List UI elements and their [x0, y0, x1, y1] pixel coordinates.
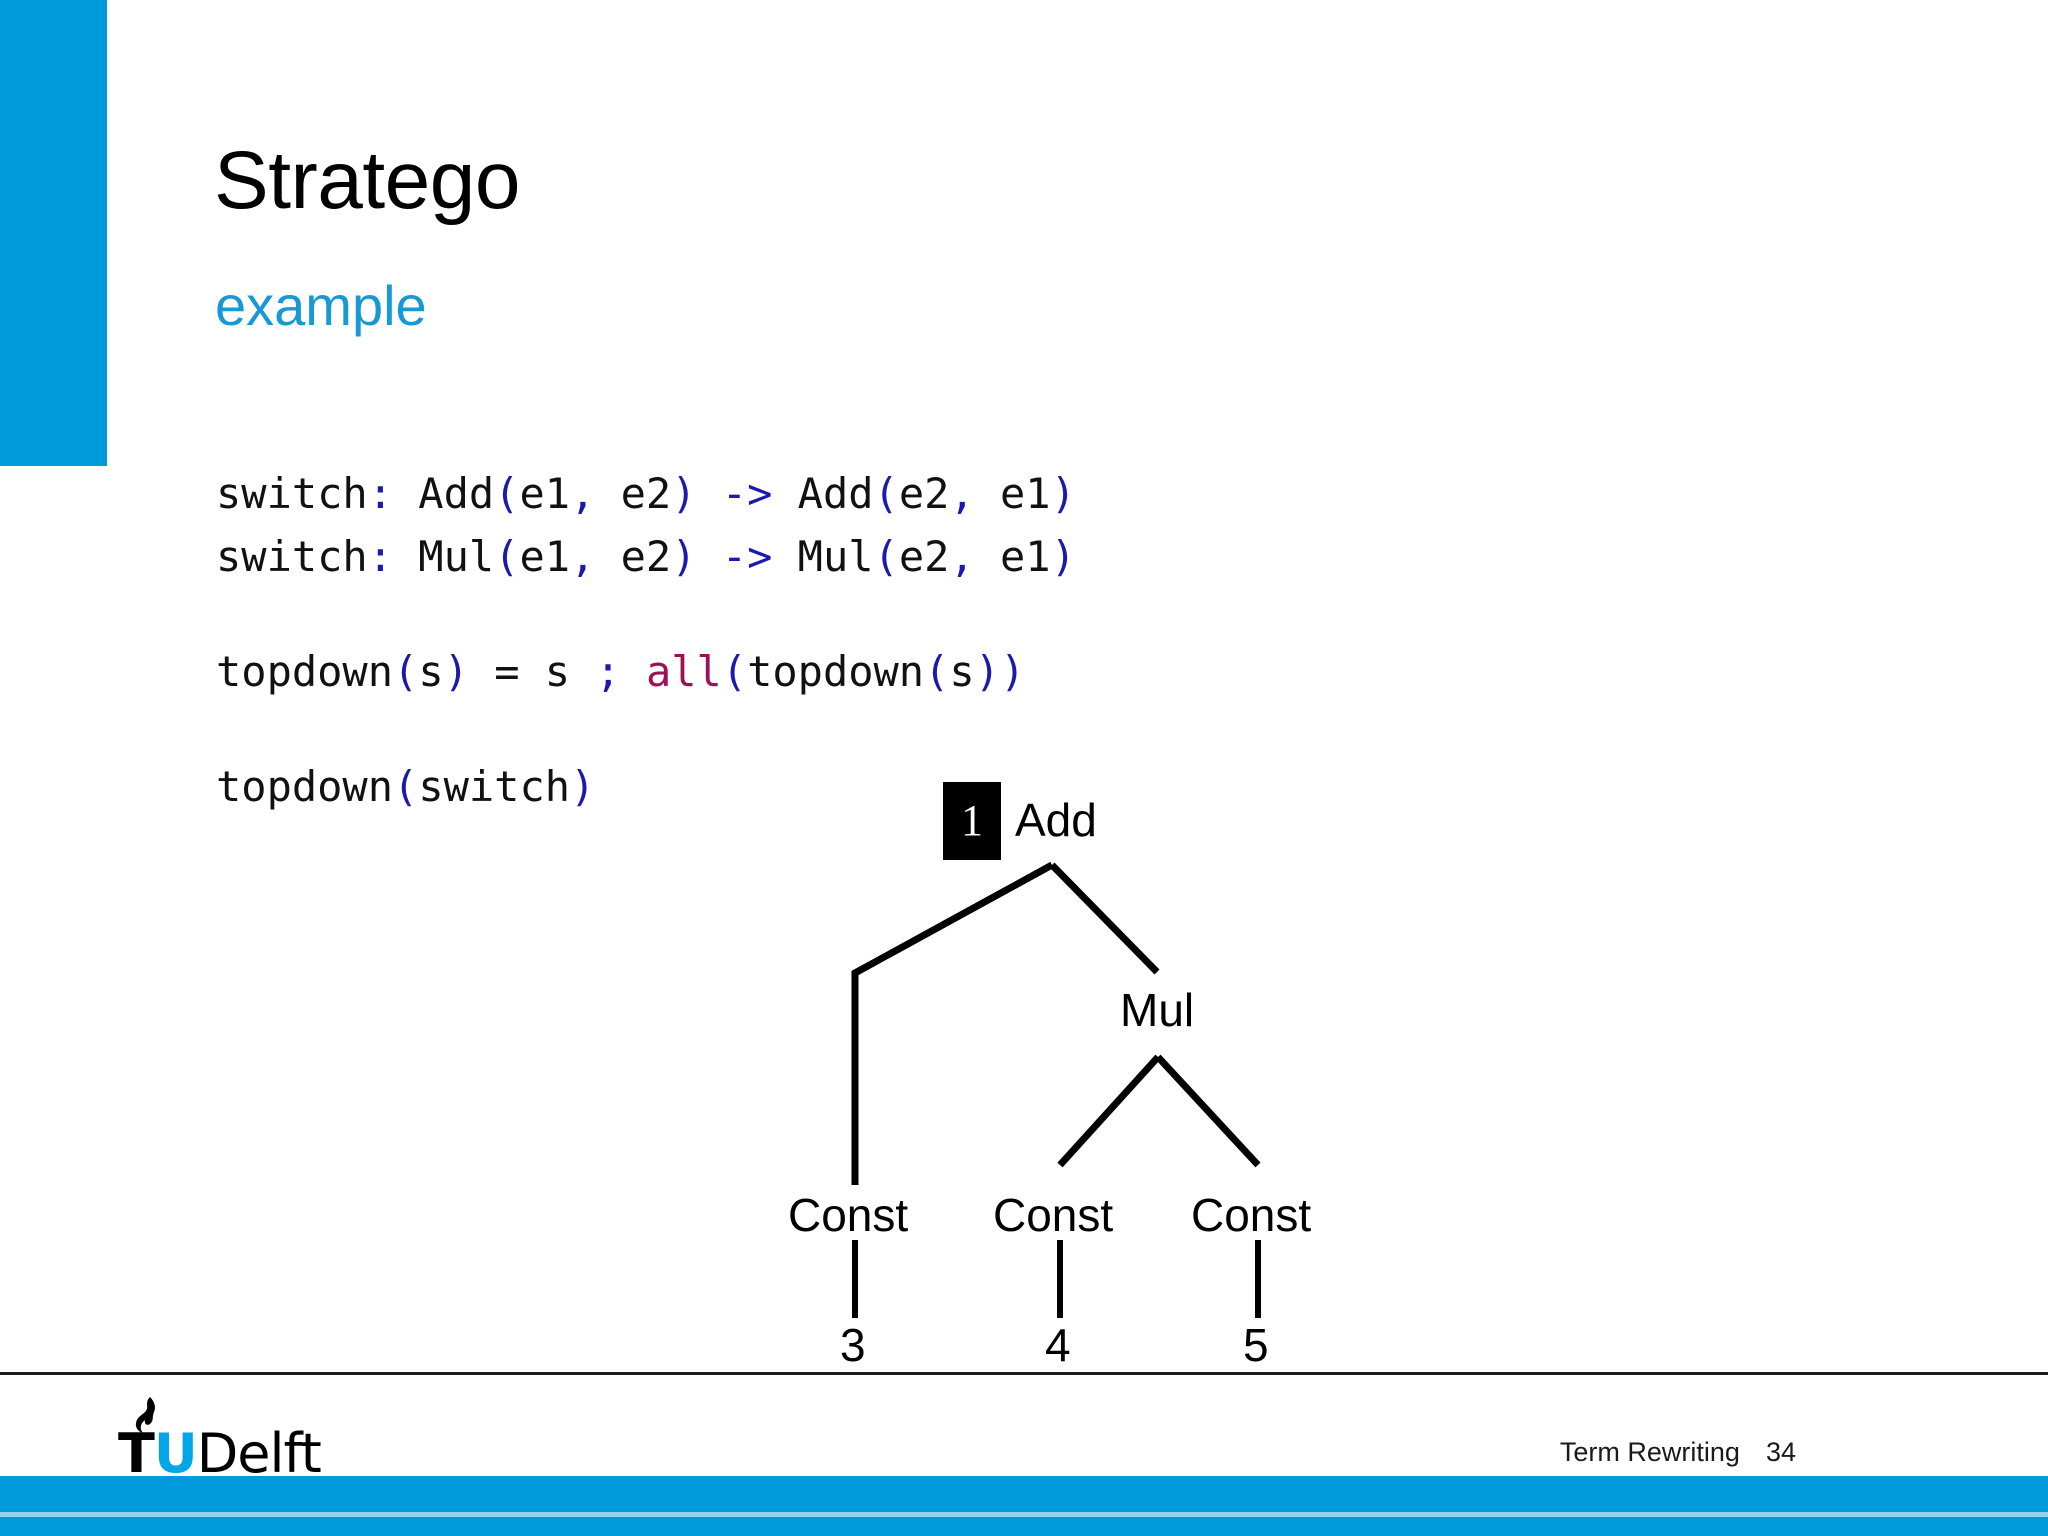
code-token: ( [721, 647, 748, 696]
tree-node-add: Add [1015, 794, 1097, 846]
code-token: e2 [595, 469, 672, 518]
tree-leaf-value-3: 5 [1243, 1319, 1269, 1371]
logo-letter-u: U [153, 1422, 198, 1485]
code-token: ) [671, 532, 697, 581]
code-line: topdown(s) = s ; all(topdown(s)) [216, 640, 1076, 703]
code-token: all [645, 647, 722, 696]
syntax-tree-diagram: 1 Add Mul Const Const Const 3 4 5 [700, 760, 1400, 1400]
code-token: ) [671, 469, 697, 518]
code-token: e1 [974, 532, 1051, 581]
code-token: -> [721, 469, 773, 518]
code-token: Add [772, 469, 874, 518]
code-line-blank [216, 703, 1076, 755]
code-token: s [418, 647, 444, 696]
code-token [697, 532, 722, 581]
code-token: )) [974, 647, 1026, 696]
edge-mul-to-const2 [1057, 1054, 1161, 1168]
accent-block [0, 0, 107, 466]
code-token: Mul [393, 532, 495, 581]
code-line: switch: Add(e1, e2) -> Add(e2, e1) [216, 462, 1076, 525]
code-token: ; [595, 647, 621, 696]
code-token: , [949, 532, 975, 581]
tree-node-mul: Mul [1120, 984, 1195, 1036]
footer-meta: Term Rewriting 34 [0, 1437, 2048, 1468]
code-token: ( [873, 469, 899, 518]
code-token: s [949, 647, 975, 696]
footer-divider [0, 1372, 2048, 1375]
code-token: e1 [519, 469, 571, 518]
footer-band-lower [0, 1517, 2048, 1536]
code-token: ) [1050, 469, 1076, 518]
flame-icon [135, 1397, 155, 1433]
code-block: switch: Add(e1, e2) -> Add(e2, e1)switch… [216, 462, 1076, 818]
page-subtitle: example [215, 274, 427, 337]
code-token: ) [1050, 532, 1076, 581]
footer-band-gap [0, 1512, 2048, 1517]
edge-mul-to-const3 [1155, 1054, 1261, 1168]
code-token: topdown [747, 647, 925, 696]
code-token: Mul [772, 532, 874, 581]
code-token: ( [393, 762, 419, 811]
tree-edges [851, 861, 1261, 1318]
tree-leaf-value-1: 3 [840, 1319, 866, 1371]
code-token: ( [494, 532, 520, 581]
logo-letter-t: T [118, 1422, 155, 1485]
code-token: e2 [898, 532, 950, 581]
edge-add-to-mul [1049, 862, 1160, 975]
code-token: : [367, 469, 394, 518]
code-token: e2 [595, 532, 672, 581]
code-token: ( [924, 647, 950, 696]
tree-leaf-value-2: 4 [1045, 1319, 1071, 1371]
code-token: ( [494, 469, 520, 518]
edge-add-to-const1 [851, 861, 1054, 1185]
code-token [697, 469, 722, 518]
code-token: e1 [974, 469, 1051, 518]
code-token: : [367, 532, 394, 581]
code-line: topdown(switch) [216, 755, 1076, 818]
code-token: -> [721, 532, 773, 581]
code-token: ( [873, 532, 899, 581]
code-token [621, 647, 646, 696]
code-token: ( [393, 647, 419, 696]
code-line: switch: Mul(e1, e2) -> Mul(e2, e1) [216, 525, 1076, 588]
tree-node-const-3: Const [1191, 1189, 1312, 1241]
code-token: , [570, 532, 596, 581]
footer-course-title: Term Rewriting [1559, 1437, 1740, 1467]
node-badge-1: 1 [943, 782, 1001, 860]
code-token: switch [216, 469, 368, 518]
code-token: Add [393, 469, 495, 518]
code-token: ) [570, 762, 596, 811]
code-token: topdown [216, 647, 394, 696]
page-title: Stratego [214, 135, 520, 226]
footer-band-upper [0, 1476, 2048, 1512]
tree-node-const-1: Const [788, 1189, 909, 1241]
code-token: e1 [519, 532, 571, 581]
logo-word-delft: Delft [196, 1422, 322, 1485]
footer-page-number: 34 [1765, 1437, 1796, 1467]
code-token: = s [468, 647, 596, 696]
code-token: ) [443, 647, 469, 696]
code-token: switch [418, 762, 571, 811]
code-token: , [570, 469, 596, 518]
code-token: topdown [216, 762, 394, 811]
code-token: switch [216, 532, 368, 581]
code-token: e2 [898, 469, 950, 518]
tree-node-const-2: Const [993, 1189, 1114, 1241]
tudelft-logo: TUDelft [118, 1427, 322, 1481]
code-line-blank [216, 588, 1076, 640]
code-token: , [949, 469, 975, 518]
